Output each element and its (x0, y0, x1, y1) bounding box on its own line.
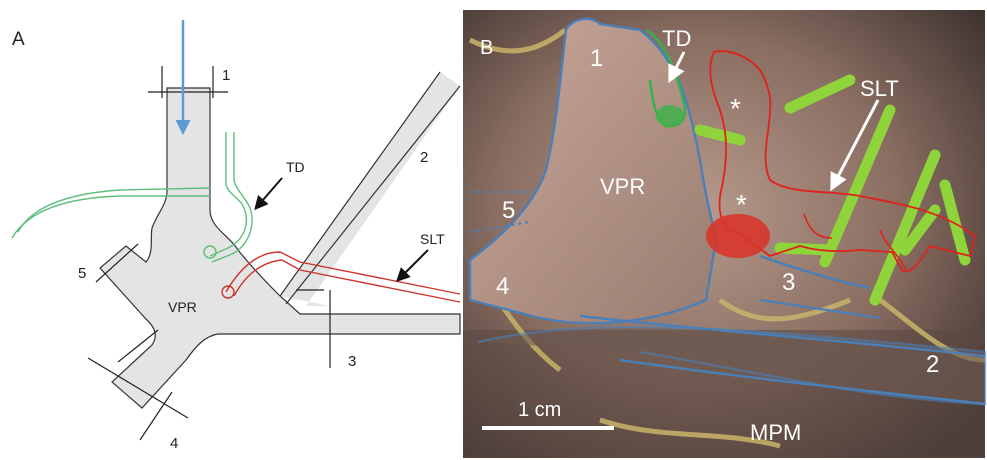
photo-vessel-2-label: 2 (926, 351, 939, 378)
vessel-3-label: 3 (348, 353, 356, 370)
td-label: TD (286, 159, 305, 175)
vpr-label: VPR (168, 299, 197, 315)
slt-photo-blob (706, 214, 770, 258)
vessel-2-edge-b (286, 86, 460, 304)
photo-vpr-label: VPR (600, 174, 645, 199)
photo-td-label: TD (662, 26, 691, 51)
photo-mpm-label: MPM (750, 420, 801, 445)
photo-vessel-1-label: 1 (590, 45, 603, 72)
asterisk-lower: * (736, 189, 747, 220)
photo-vessel-5-label: 5 (502, 197, 515, 224)
slt-pointer-arrow (398, 250, 428, 280)
photo-slt-label: SLT (860, 76, 899, 101)
photo-vessel-3-label: 3 (782, 269, 795, 296)
photo-vessel-4-label: 4 (496, 273, 509, 300)
vessel-4-label: 4 (170, 435, 178, 452)
vessel-2-label: 2 (420, 149, 428, 166)
panel-a: A (12, 20, 460, 452)
slt-label: SLT (420, 231, 445, 247)
panel-b: B 1 2 3 4 5 TD SLT VPR MPM * * 1 cm (463, 10, 985, 458)
panel-b-label: B (480, 37, 493, 59)
scale-bar-label: 1 cm (518, 399, 561, 421)
td-photo-blob (656, 105, 684, 127)
vessel-5-label: 5 (78, 265, 86, 282)
vessel-1-label: 1 (222, 67, 230, 84)
asterisk-upper: * (730, 93, 741, 124)
td-pointer-arrow (256, 178, 282, 208)
panel-a-label: A (12, 29, 25, 50)
